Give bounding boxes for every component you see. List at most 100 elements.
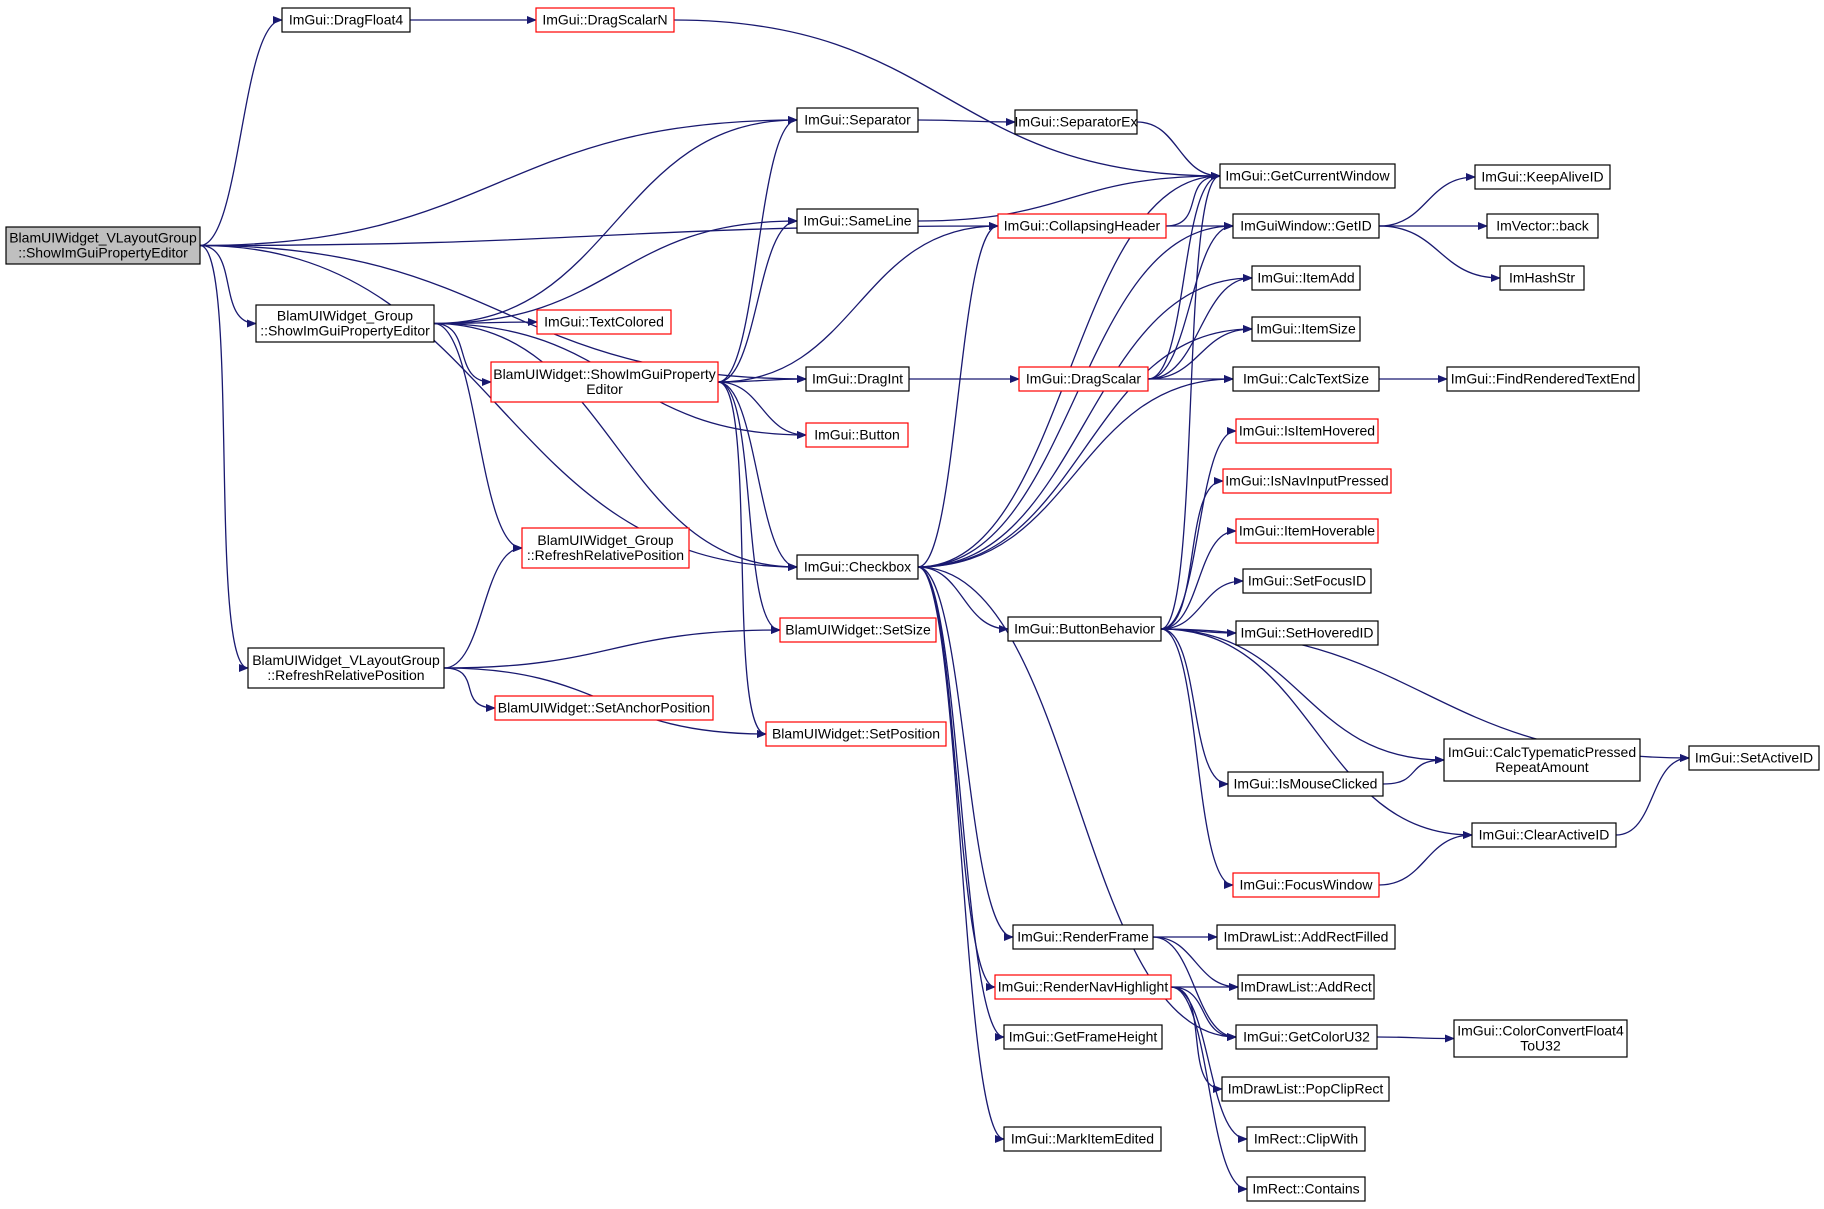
node-box-findrendered: [1446, 366, 1640, 392]
node-label-sethoveredid: ImGui::SetHoveredID: [1240, 625, 1373, 641]
node-box-focuswindow: [1232, 872, 1380, 898]
edge-vlayout_refresh-to-group_refresh: [443, 544, 523, 669]
node-label-setanchor: BlamUIWidget::SetAnchorPosition: [498, 700, 710, 716]
node-clipwith[interactable]: ImRect::ClipWith: [1246, 1126, 1366, 1152]
node-getid[interactable]: ImGuiWindow::GetID: [1232, 213, 1380, 239]
edge-checkbox-to-getframeheight: [917, 566, 1005, 1041]
node-box-setfocusid: [1242, 568, 1372, 594]
node-label-clipwith: ImRect::ClipWith: [1254, 1131, 1358, 1147]
node-button[interactable]: ImGui::Button: [805, 422, 909, 448]
edge-checkbox-to-markitemedited: [917, 566, 1005, 1143]
node-renderframe[interactable]: ImGui::RenderFrame: [1012, 924, 1154, 950]
node-box-widget_show: [490, 361, 719, 403]
node-calctextsize[interactable]: ImGui::CalcTextSize: [1232, 366, 1380, 392]
edge-dragscalar-to-itemsize: [1147, 325, 1253, 380]
node-label-getid: ImGuiWindow::GetID: [1240, 218, 1371, 234]
node-keepaliveid[interactable]: ImGui::KeepAliveID: [1474, 164, 1611, 190]
node-label-addrectfilled: ImDrawList::AddRectFilled: [1224, 929, 1389, 945]
node-markitemedited[interactable]: ImGui::MarkItemEdited: [1003, 1126, 1162, 1152]
node-getcurrentwindow[interactable]: ImGui::GetCurrentWindow: [1219, 163, 1396, 189]
node-box-root: [5, 226, 201, 265]
edge-separatorex-to-getcurrentwindow: [1136, 121, 1221, 180]
node-contains[interactable]: ImRect::Contains: [1246, 1176, 1366, 1202]
edge-sameline-to-getcurrentwindow: [917, 172, 1221, 222]
node-dragfloat4[interactable]: ImGui::DragFloat4: [281, 7, 411, 33]
node-itemadd[interactable]: ImGui::ItemAdd: [1251, 265, 1361, 291]
node-imhashstr[interactable]: ImHashStr: [1499, 265, 1585, 291]
node-label-getcoloru32: ImGui::GetColorU32: [1243, 1029, 1370, 1045]
node-box-getid: [1232, 213, 1380, 239]
node-box-imhashstr: [1499, 265, 1585, 291]
node-label-textcolored: ImGui::TextColored: [544, 314, 664, 330]
node-focuswindow[interactable]: ImGui::FocusWindow: [1232, 872, 1380, 898]
node-label-calctypematic: RepeatAmount: [1495, 759, 1589, 775]
node-setactiveid[interactable]: ImGui::SetActiveID: [1688, 745, 1820, 771]
node-label-rendernav: ImGui::RenderNavHighlight: [998, 979, 1169, 995]
edge-root-to-separator: [199, 116, 798, 247]
node-checkbox[interactable]: ImGui::Checkbox: [796, 554, 919, 580]
node-label-getframeheight: ImGui::GetFrameHeight: [1009, 1029, 1158, 1045]
node-ismouseclicked[interactable]: ImGui::IsMouseClicked: [1227, 771, 1384, 797]
node-dragint[interactable]: ImGui::DragInt: [805, 366, 910, 392]
node-setfocusid[interactable]: ImGui::SetFocusID: [1242, 568, 1372, 594]
node-label-dragint: ImGui::DragInt: [812, 371, 903, 387]
node-box-rendernav: [994, 974, 1172, 1000]
node-textcolored[interactable]: ImGui::TextColored: [536, 309, 672, 335]
node-sethoveredid[interactable]: ImGui::SetHoveredID: [1235, 620, 1379, 646]
node-root[interactable]: BlamUIWidget_VLayoutGroup::ShowImGuiProp…: [5, 226, 201, 265]
edge-ismouseclicked-to-calctypematic: [1382, 756, 1445, 785]
edge-group_show-to-widget_show: [433, 322, 492, 386]
node-isitemhovered[interactable]: ImGui::IsItemHovered: [1235, 418, 1379, 444]
node-addrectfilled[interactable]: ImDrawList::AddRectFilled: [1216, 924, 1396, 950]
edge-widget_show-to-dragint: [717, 375, 807, 384]
node-box-itemhoverable: [1235, 518, 1379, 544]
node-label-widget_show: BlamUIWidget::ShowImGuiProperty: [493, 366, 716, 382]
node-widget_show[interactable]: BlamUIWidget::ShowImGuiPropertyEditor: [490, 361, 719, 403]
node-vlayout_refresh[interactable]: BlamUIWidget_VLayoutGroup::RefreshRelati…: [247, 647, 445, 689]
node-box-separatorex: [1014, 109, 1138, 135]
edge-dragscalar-to-getid: [1147, 222, 1234, 380]
node-box-separator: [796, 107, 919, 133]
edge-buttonbehavior-to-isitemhovered: [1160, 427, 1237, 630]
node-box-itemsize: [1251, 316, 1361, 342]
node-separator[interactable]: ImGui::Separator: [796, 107, 919, 133]
node-findrendered[interactable]: ImGui::FindRenderedTextEnd: [1446, 366, 1640, 392]
node-popcliprect[interactable]: ImDrawList::PopClipRect: [1221, 1076, 1390, 1102]
node-collapsingheader[interactable]: ImGui::CollapsingHeader: [997, 213, 1167, 239]
node-getcoloru32[interactable]: ImGui::GetColorU32: [1235, 1024, 1378, 1050]
node-vectorback[interactable]: ImVector::back: [1486, 213, 1599, 239]
node-buttonbehavior[interactable]: ImGui::ButtonBehavior: [1007, 616, 1162, 642]
edge-buttonbehavior-to-isnavinput: [1160, 477, 1224, 630]
edge-checkbox-to-buttonbehavior: [917, 566, 1009, 633]
node-box-setanchor: [494, 695, 714, 721]
node-rendernav[interactable]: ImGui::RenderNavHighlight: [994, 974, 1172, 1000]
node-dragscalar[interactable]: ImGui::DragScalar: [1018, 366, 1149, 392]
node-setposition[interactable]: BlamUIWidget::SetPosition: [765, 721, 947, 747]
node-clearactiveid[interactable]: ImGui::ClearActiveID: [1471, 822, 1617, 848]
node-setanchor[interactable]: BlamUIWidget::SetAnchorPosition: [494, 695, 714, 721]
node-separatorex[interactable]: ImGui::SeparatorEx: [1014, 109, 1138, 135]
node-group_refresh[interactable]: BlamUIWidget_Group::RefreshRelativePosit…: [521, 527, 690, 569]
node-isnavinput[interactable]: ImGui::IsNavInputPressed: [1222, 468, 1392, 494]
node-label-group_show: BlamUIWidget_Group: [277, 308, 413, 324]
node-box-textcolored: [536, 309, 672, 335]
node-label-addrect: ImDrawList::AddRect: [1240, 979, 1372, 995]
node-label-buttonbehavior: ImGui::ButtonBehavior: [1014, 621, 1155, 637]
edge-widget_show-to-checkbox: [717, 381, 798, 571]
node-box-isitemhovered: [1235, 418, 1379, 444]
node-dragscalarn[interactable]: ImGui::DragScalarN: [535, 7, 675, 33]
node-getframeheight[interactable]: ImGui::GetFrameHeight: [1003, 1024, 1163, 1050]
node-itemsize[interactable]: ImGui::ItemSize: [1251, 316, 1361, 342]
edge-checkbox-to-itemadd: [917, 274, 1253, 568]
node-sameline[interactable]: ImGui::SameLine: [796, 208, 919, 234]
node-itemhoverable[interactable]: ImGui::ItemHoverable: [1235, 518, 1379, 544]
edge-dragscalar-to-getcurrentwindow: [1147, 172, 1221, 380]
node-addrect[interactable]: ImDrawList::AddRect: [1237, 974, 1375, 1000]
node-setsize[interactable]: BlamUIWidget::SetSize: [779, 617, 937, 643]
node-group_show[interactable]: BlamUIWidget_Group::ShowImGuiPropertyEdi…: [255, 304, 435, 343]
node-box-keepaliveid: [1474, 164, 1611, 190]
edge-rendernav-to-popcliprect: [1170, 986, 1223, 1093]
